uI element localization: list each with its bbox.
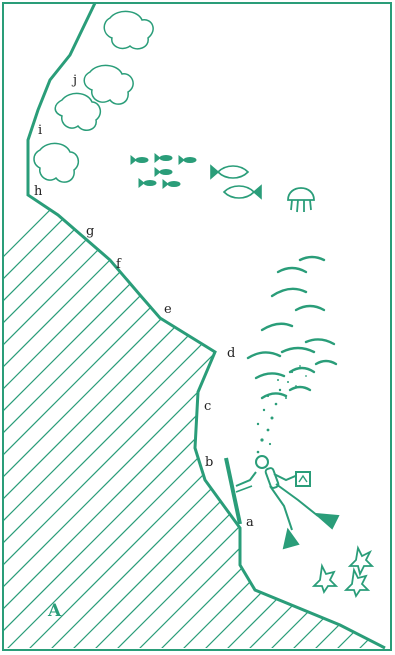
bubble-dot: [257, 423, 259, 425]
hatch-line: [150, 100, 395, 655]
point-label-i: i: [38, 123, 42, 138]
panel-label: A: [47, 601, 62, 621]
fish-school: [131, 154, 261, 198]
wave-icon: [300, 257, 324, 260]
point-label-f: f: [116, 257, 122, 272]
point-label-b: b: [205, 455, 213, 470]
fish-icon: [224, 186, 261, 198]
bubble-dot: [287, 381, 289, 383]
hatch-line: [194, 100, 395, 655]
fish-icon: [211, 166, 248, 178]
bubble-dot: [271, 417, 274, 420]
bubble-dot: [263, 409, 265, 411]
wave-icon: [290, 368, 314, 372]
hatch-line: [260, 100, 395, 655]
bubble-dot: [299, 365, 301, 367]
bubble-dot: [305, 375, 307, 377]
wave-icon: [272, 289, 306, 296]
bubble-dot: [269, 443, 271, 445]
point-label-h: h: [34, 184, 43, 199]
starfish-group: [314, 548, 372, 596]
point-label-e: e: [164, 302, 172, 317]
point-label-d: d: [227, 346, 235, 361]
bubble-icon: [257, 365, 307, 453]
fish-icon: [155, 154, 172, 162]
fish-icon: [163, 180, 180, 188]
wave-icon: [278, 268, 306, 272]
coral-icon: [34, 11, 153, 182]
wave-icon: [262, 393, 286, 398]
fish-icon: [139, 179, 156, 187]
point-label-a: a: [246, 515, 254, 530]
fish-icon: [179, 156, 196, 164]
hatch-line: [238, 100, 395, 655]
point-label-c: c: [204, 399, 211, 414]
bubble-dot: [275, 403, 278, 406]
fish-icon: [131, 156, 148, 164]
point-label-j: j: [71, 73, 77, 88]
wave-icon: [256, 373, 284, 378]
hatch-line: [18, 100, 395, 655]
bubble-dot: [257, 451, 260, 454]
fish-icon: [155, 168, 172, 176]
bubble-dot: [279, 389, 281, 391]
wave-icon: [282, 348, 314, 352]
hatch-line: [0, 100, 314, 655]
diver-icon: [236, 456, 338, 548]
wave-icon: [296, 306, 324, 310]
bubble-dot: [285, 397, 287, 399]
wave-marks: [248, 257, 336, 398]
wave-icon: [248, 352, 280, 358]
bubble-dot: [291, 371, 293, 373]
hatch-line: [40, 100, 395, 655]
wave-icon: [306, 339, 334, 344]
wave-icon: [290, 387, 310, 390]
bubble-dot: [267, 429, 270, 432]
hatch-line: [304, 100, 395, 655]
wave-icon: [262, 324, 292, 330]
wave-icon: [316, 361, 336, 364]
bubble-dot: [267, 395, 269, 397]
bubble-dot: [260, 438, 263, 441]
hatch-line: [282, 100, 395, 655]
point-label-g: g: [86, 224, 94, 239]
bubble-dot: [295, 385, 297, 387]
seabed-hatched-area: [0, 100, 395, 655]
starfish-icon: [314, 566, 336, 592]
hatch-line: [62, 100, 395, 655]
jellyfish-icon: [288, 188, 314, 212]
hatch-line: [84, 100, 395, 655]
starfish-icon: [346, 570, 368, 596]
bubble-dot: [277, 379, 279, 381]
